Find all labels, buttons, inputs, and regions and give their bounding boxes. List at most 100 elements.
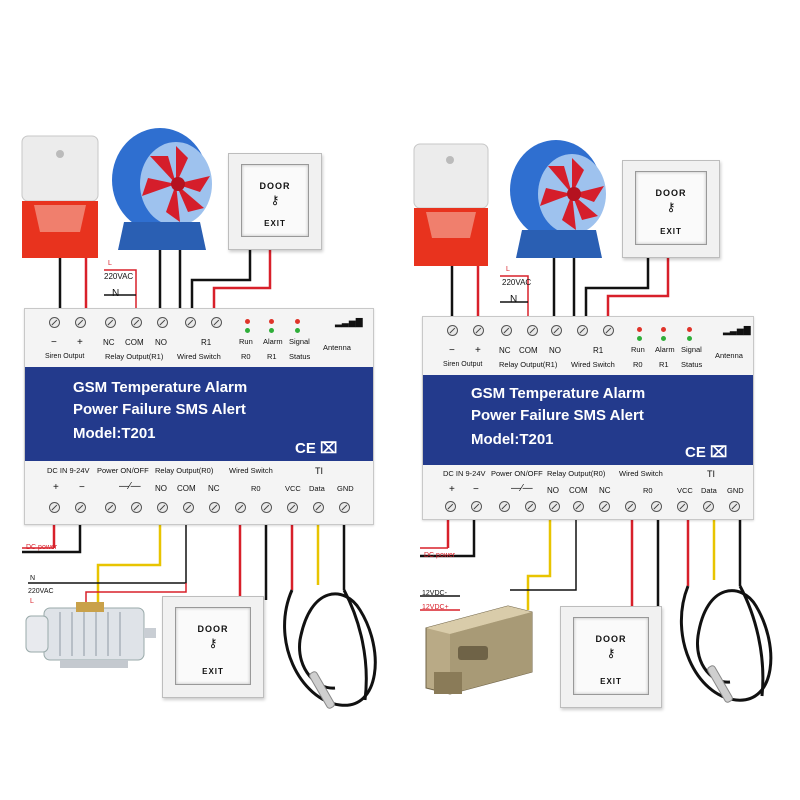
device-title-line2: Power Failure SMS Alert — [471, 407, 644, 424]
led-signal — [687, 327, 692, 332]
top-com-label: COM — [125, 338, 144, 347]
bottom-gnd-label: GND — [337, 484, 354, 493]
top-r1-label: R1 — [201, 338, 212, 347]
terminal-screw — [235, 502, 246, 513]
bottom-minus-label: − — [473, 484, 479, 495]
terminal-screw — [677, 501, 688, 512]
terminal-screw — [211, 317, 222, 328]
bottom-plus-label: + — [449, 484, 455, 495]
device-model: Model:T201 — [73, 425, 156, 442]
top-signal-label: Signal — [681, 345, 702, 354]
wire-label-n-bottom: N — [30, 575, 36, 582]
top-plus-label: + — [77, 337, 83, 348]
wiring-lines-left — [21, 128, 377, 709]
bottom-nc-label: NC — [208, 484, 220, 493]
device-model: Model:T201 — [471, 431, 554, 448]
wiring-diagram-left: DOOR ⚷ EXIT L 220VAC N ▂▃▅▇ − + NC COM N… — [0, 0, 400, 800]
top-nc-label: NC — [103, 338, 115, 347]
terminal-screw — [445, 501, 456, 512]
signal-bars-icon: ▂▃▅▇ — [335, 317, 363, 327]
bottom-data-label: Data — [701, 486, 717, 495]
door-exit-line2: EXIT — [600, 677, 622, 686]
device-title-band: GSM Temperature Alarm Power Failure SMS … — [423, 375, 753, 465]
bottom-nc-label: NC — [599, 486, 611, 495]
door-exit-line2: EXIT — [202, 667, 224, 676]
wire-label-dc-power: DC power — [424, 552, 456, 559]
key-icon: ⚷ — [208, 636, 218, 650]
terminal-screw — [651, 501, 662, 512]
terminal-screw — [261, 502, 272, 513]
bottom-relay-output-r0-label: Relay Output(R0) — [547, 469, 606, 478]
gsm-alarm-device: ▂▃▅▇ − + NC COM NO R1 Run Alarm Signal A… — [24, 308, 374, 525]
bottom-minus-label: − — [79, 482, 85, 493]
top-alarm-label: Alarm — [655, 345, 675, 354]
wiring-lines-right — [413, 140, 773, 703]
terminal-screw — [75, 317, 86, 328]
top-plus-label: + — [475, 345, 481, 356]
top-siren-output-label: Siren Output — [443, 361, 483, 368]
led-r0 — [637, 336, 642, 341]
ce-mark: CE ⌧ — [685, 444, 728, 461]
top-r1-led-label: R1 — [659, 360, 669, 369]
bottom-no-label: NO — [155, 484, 167, 493]
door-exit-line1: DOOR — [595, 634, 627, 644]
top-r0-label: R0 — [241, 352, 251, 361]
door-exit-line1: DOOR — [197, 624, 229, 634]
led-r1 — [269, 328, 274, 333]
bottom-com-label: COM — [177, 484, 196, 493]
wire-label-12vdc-minus: 12VDC- — [422, 590, 447, 597]
bottom-data-label: Data — [309, 484, 325, 493]
bottom-relay-output-r0-label: Relay Output(R0) — [155, 466, 214, 475]
motor-icon — [25, 602, 156, 668]
terminal-screw — [157, 317, 168, 328]
bottom-plus-label: + — [53, 482, 59, 493]
door-exit-button-bottom: DOOR ⚷ EXIT — [560, 606, 662, 708]
bottom-ti-label: TI — [315, 466, 323, 476]
top-siren-output-label: Siren Output — [45, 353, 85, 360]
fan-icon — [510, 140, 606, 258]
bottom-power-onoff-label: Power ON/OFF — [97, 466, 149, 475]
wire-label-l: L — [506, 266, 510, 273]
top-wired-switch-label: Wired Switch — [571, 360, 615, 369]
terminal-screw — [131, 317, 142, 328]
terminal-screw — [183, 502, 194, 513]
switch-symbol-icon: —⁄— — [511, 483, 533, 494]
bottom-r0-label: R0 — [251, 484, 261, 493]
siren-icon — [21, 135, 99, 258]
led-signal — [295, 319, 300, 324]
bottom-wired-switch-label: Wired Switch — [619, 469, 663, 478]
top-run-label: Run — [631, 345, 645, 354]
led-run — [245, 319, 250, 324]
terminal-screw — [131, 502, 142, 513]
terminal-screw — [499, 501, 510, 512]
wire-label-l-bottom: L — [30, 598, 34, 605]
terminal-screw — [75, 502, 86, 513]
terminal-screw — [105, 502, 116, 513]
door-exit-button-top: DOOR ⚷ EXIT — [622, 160, 720, 258]
key-icon: ⚷ — [606, 646, 616, 660]
wire-label-12vdc-plus: 12VDC+ — [422, 604, 449, 611]
led-status — [295, 328, 300, 333]
top-r1-label: R1 — [593, 346, 604, 355]
terminal-screw — [185, 317, 196, 328]
wire-label-dc-power: DC power — [26, 544, 58, 551]
terminal-screw — [573, 501, 584, 512]
key-icon: ⚷ — [270, 193, 280, 207]
wire-label-l: L — [108, 260, 112, 267]
terminal-screw — [339, 502, 350, 513]
led-r1 — [661, 336, 666, 341]
bottom-no-label: NO — [547, 486, 559, 495]
wire-label-n: N — [112, 288, 120, 299]
top-relay-output-r1-label: Relay Output(R1) — [499, 360, 558, 369]
wire-label-220vac: 220VAC — [104, 272, 134, 281]
bottom-wired-switch-label: Wired Switch — [229, 466, 273, 475]
led-status — [687, 336, 692, 341]
bottom-com-label: COM — [569, 486, 588, 495]
bottom-power-onoff-label: Power ON/OFF — [491, 469, 543, 478]
terminal-screw — [525, 501, 536, 512]
led-r0 — [245, 328, 250, 333]
device-title-line1: GSM Temperature Alarm — [73, 379, 248, 396]
top-antenna-label: Antenna — [323, 343, 351, 352]
gsm-alarm-device: ▂▃▅▇ − + NC COM NO R1 Run Alarm Signal A… — [422, 316, 754, 520]
temperature-probe-icon — [283, 589, 377, 707]
